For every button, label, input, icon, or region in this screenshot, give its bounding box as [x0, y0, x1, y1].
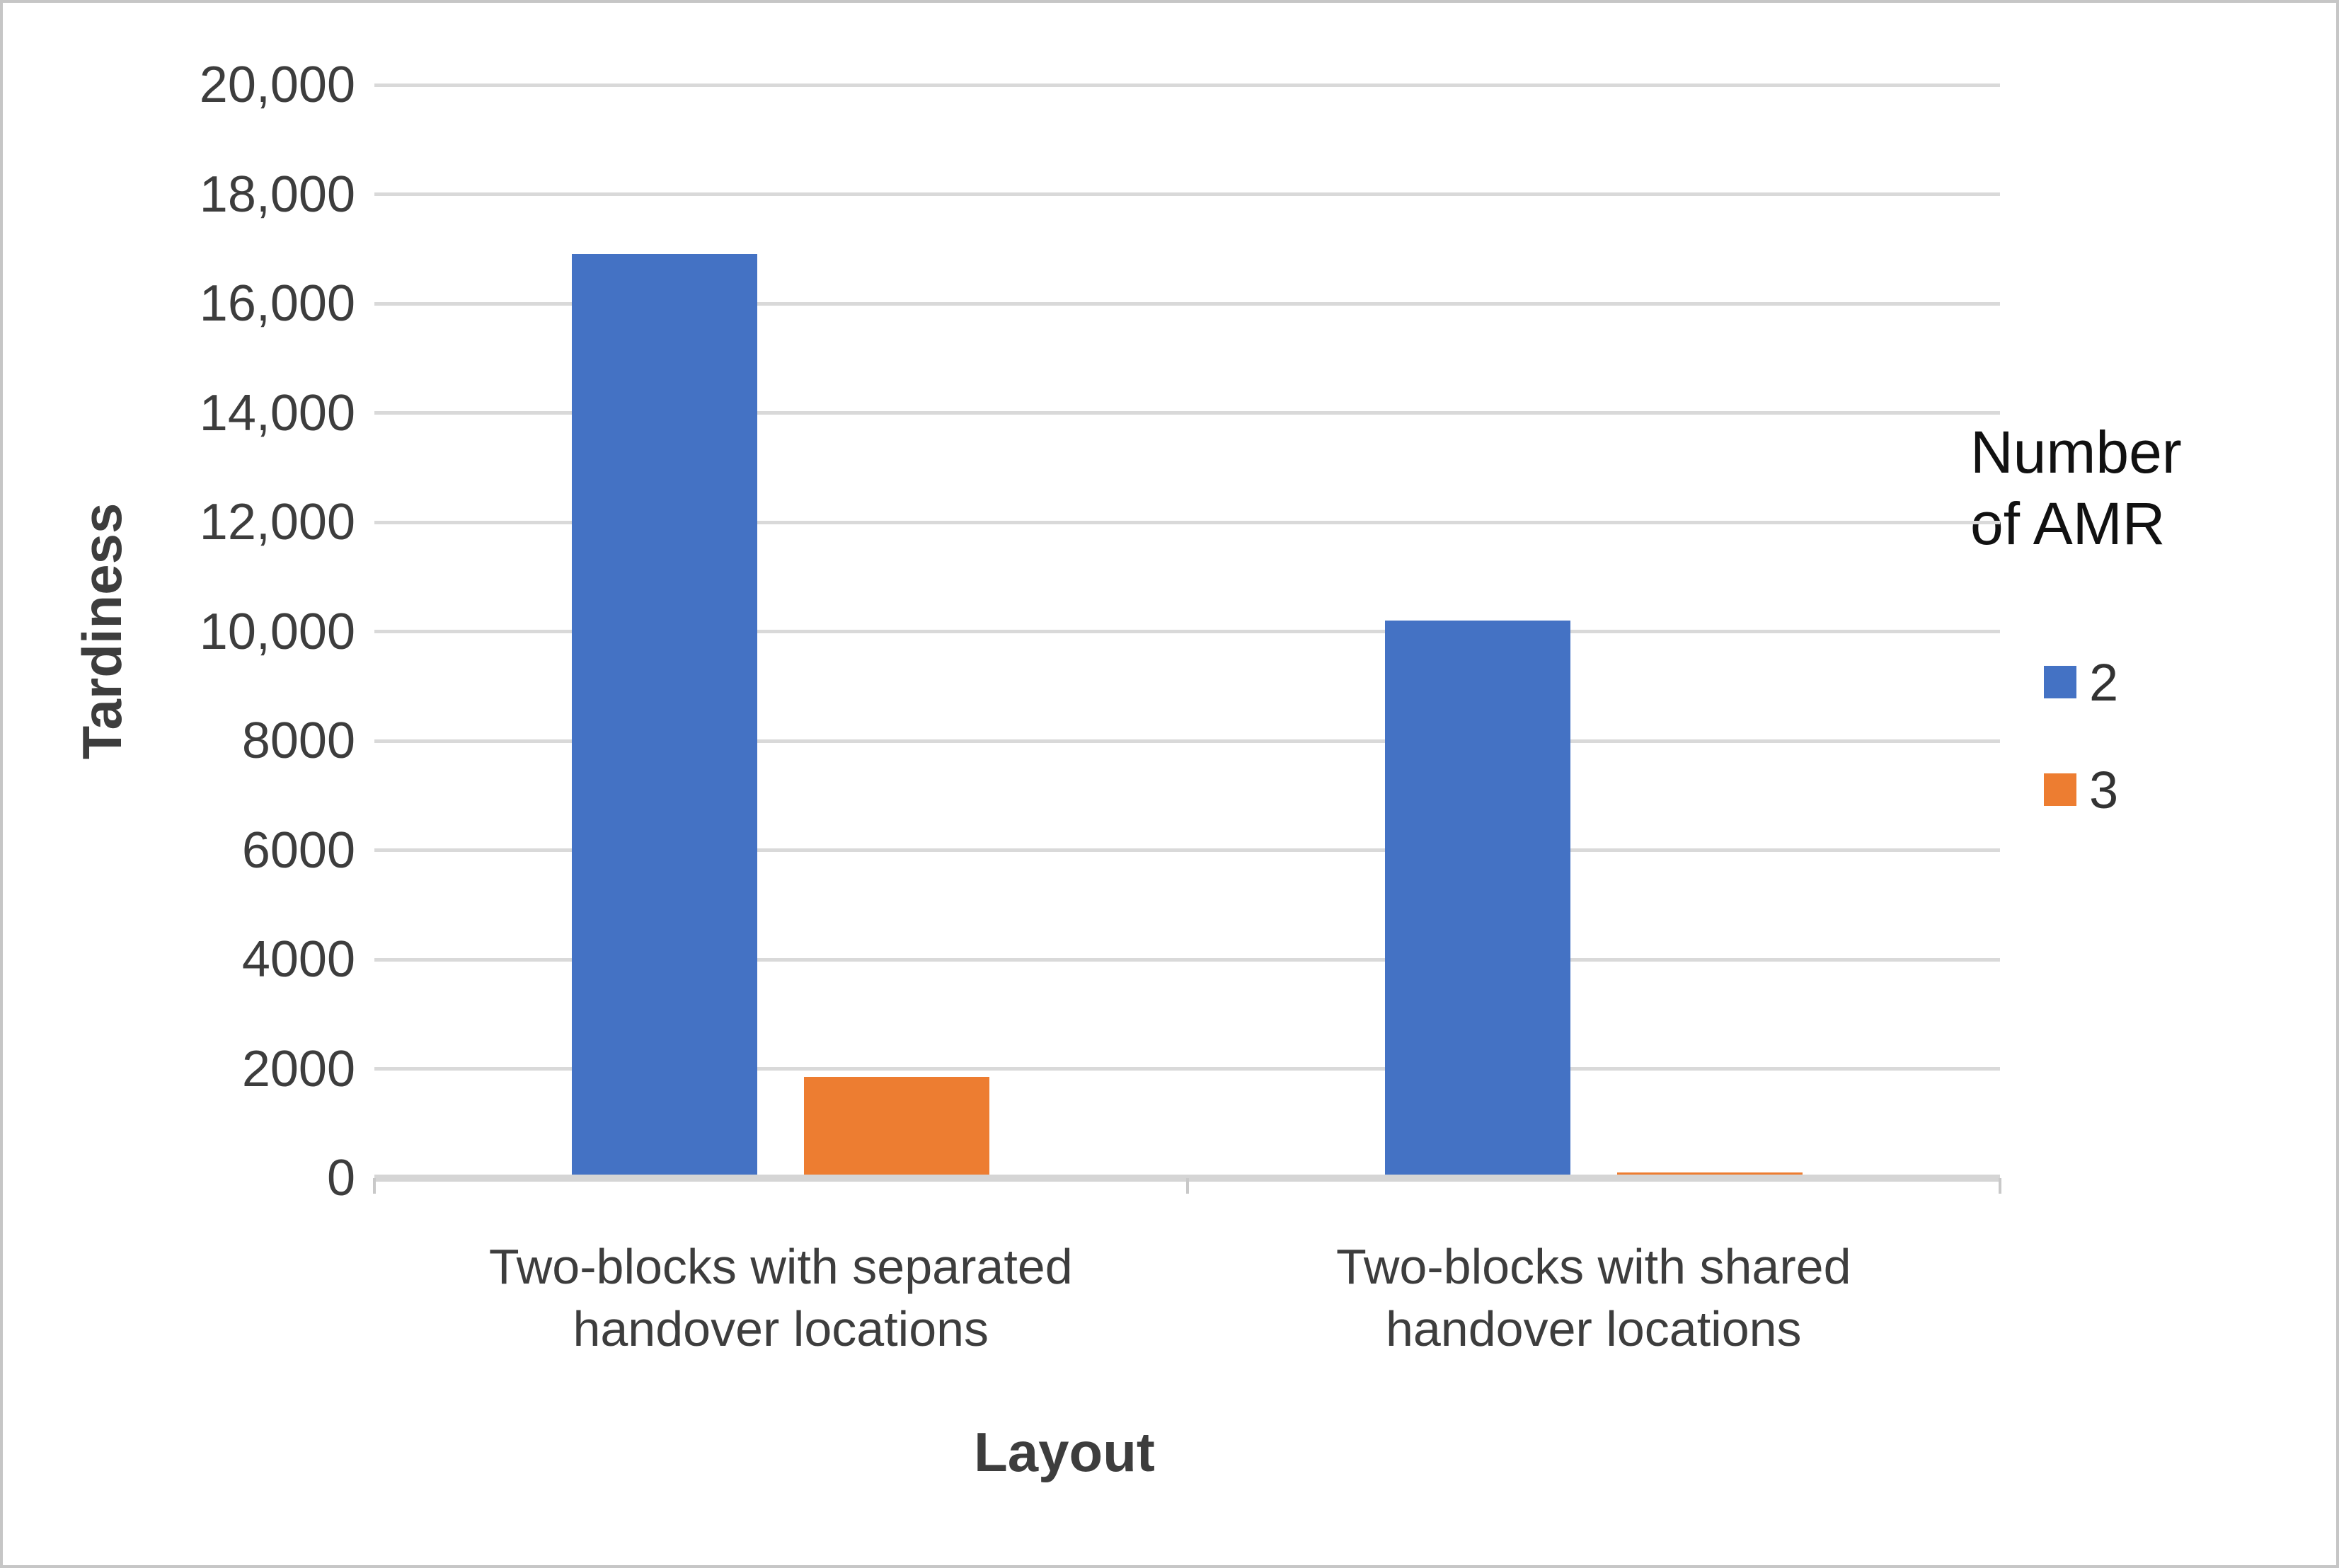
- x-axis-title: Layout: [974, 1421, 1155, 1483]
- y-tick-label: 2000: [241, 1040, 355, 1097]
- legend-title: Number of AMR: [1970, 417, 2336, 560]
- y-tick-label: 14,000: [199, 384, 355, 442]
- legend-title-line-1: Number: [1970, 419, 2182, 485]
- bar-series-3-category-1: [804, 1077, 990, 1178]
- gridline: [374, 83, 2000, 87]
- gridline: [374, 1067, 2000, 1071]
- legend-item-label: 2: [2089, 652, 2119, 712]
- gridline: [374, 520, 2000, 524]
- category-label-line: handover locations: [573, 1301, 989, 1356]
- category-label-1: Two-blocks with separated handover locati…: [356, 1235, 1205, 1360]
- gridline: [374, 848, 2000, 852]
- plot-area: [373, 83, 2001, 1194]
- legend-item-label: 3: [2089, 760, 2119, 819]
- gridline: [374, 739, 2000, 743]
- x-axis-tickmark: [1999, 1178, 2001, 1194]
- legend-item-2: 2: [2044, 653, 2118, 712]
- y-tick-label: 6000: [241, 822, 355, 879]
- gridline: [374, 957, 2000, 962]
- y-tick-label: 10,000: [199, 603, 355, 660]
- gridline: [374, 630, 2000, 633]
- category-label-line: Two-blocks with shared: [1335, 1239, 1851, 1294]
- legend-title-line-2: of AMR: [1970, 490, 2166, 557]
- gridline: [374, 192, 2000, 196]
- legend-item-3: 3: [2044, 761, 2118, 819]
- x-axis-tickmark: [373, 1178, 376, 1194]
- bar-series-2-category-2: [1384, 621, 1570, 1178]
- legend-swatch-icon: [2044, 773, 2076, 806]
- category-label-line: Two-blocks with separated: [488, 1239, 1073, 1294]
- y-tick-label: 12,000: [199, 494, 355, 550]
- y-tick-label: 4000: [241, 931, 355, 988]
- y-tick-label: 20,000: [199, 57, 355, 113]
- legend-swatch-icon: [2044, 666, 2076, 698]
- y-tick-label: 16,000: [199, 275, 355, 332]
- x-axis-tickmark: [1185, 1178, 1189, 1194]
- category-label-2: Two-blocks with shared handover locations: [1169, 1235, 2018, 1360]
- y-tick-label: 8000: [241, 713, 355, 769]
- gridline: [374, 301, 2000, 306]
- y-tick-label: 18,000: [199, 166, 355, 223]
- gridline: [374, 411, 2000, 415]
- bar-series-2-category-1: [572, 254, 758, 1178]
- y-tick-label: 0: [326, 1150, 355, 1206]
- category-label-line: handover locations: [1385, 1301, 1802, 1356]
